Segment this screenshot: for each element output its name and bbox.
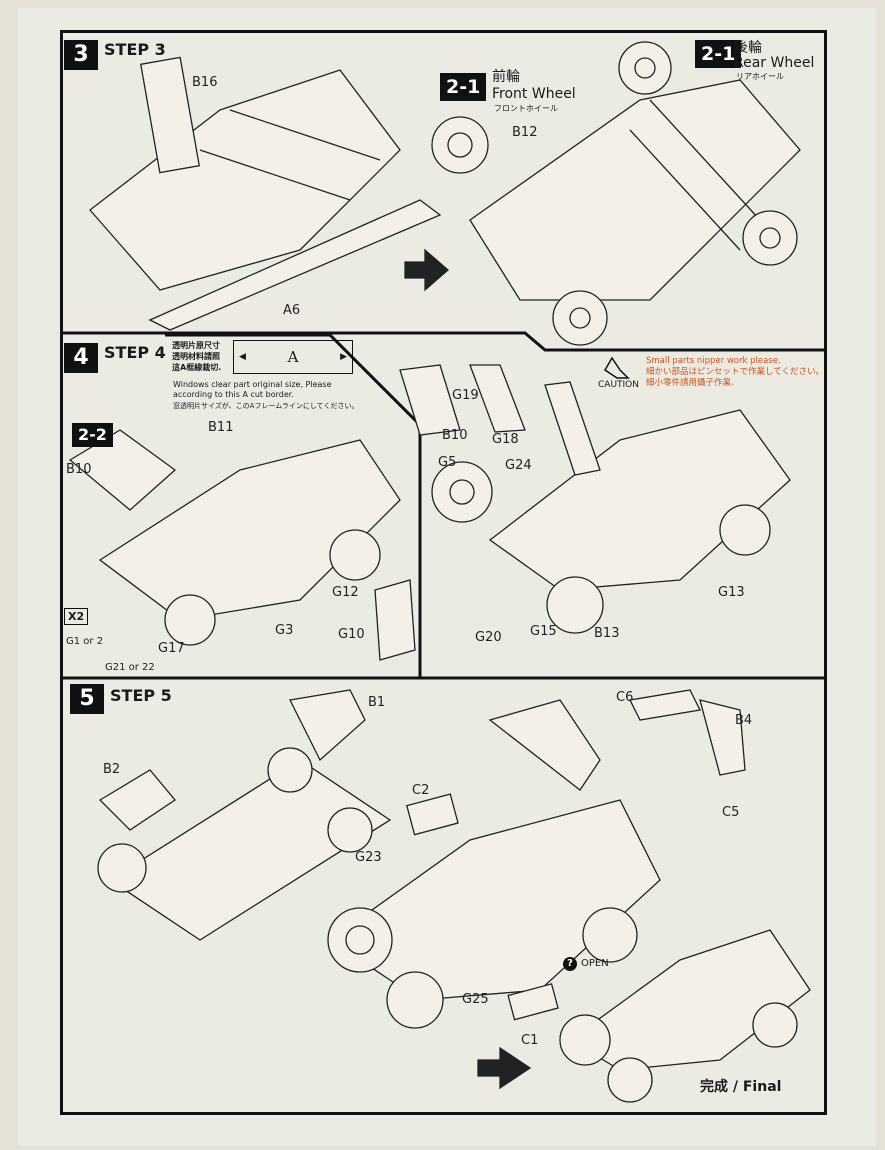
step5-main-diagram	[327, 689, 746, 1029]
part-label: G3	[275, 623, 294, 638]
part-label: G25	[462, 992, 489, 1007]
step3-number: 3	[64, 40, 98, 70]
rear-wheel-jp: 後輪	[734, 40, 762, 56]
arrow-icon	[477, 1046, 532, 1090]
part-label: G5	[438, 455, 457, 470]
clear-note-zh-line: 透明材料請照	[172, 352, 220, 361]
part-label: G20	[475, 630, 502, 645]
caution-triangle-icon	[603, 356, 630, 379]
clear-note-en: Windows clear part original size, Please…	[173, 380, 332, 399]
part-label: B4	[735, 713, 753, 728]
step4-sub-badge: 2-2	[72, 423, 113, 447]
step3-body-diagram	[89, 56, 442, 331]
part-label: G21 or 22	[105, 662, 155, 673]
clear-note-zh-line: 透明片原尺寸	[172, 341, 220, 350]
clear-note-zh: 透明片原尺寸 透明材料請照 這A框線裁切.	[172, 340, 221, 373]
front-wheel-badge: 2-1	[440, 73, 487, 101]
step3-title: STEP 3	[104, 40, 166, 59]
part-label: G15	[530, 624, 557, 639]
final-vehicle-diagram	[559, 929, 811, 1103]
open-label: OPEN	[581, 958, 609, 969]
step3-assembled-diagram	[431, 41, 801, 346]
rear-wheel-badge: 2-1	[695, 40, 742, 68]
part-label: B10	[66, 462, 92, 477]
front-wheel-en: Front Wheel	[492, 86, 576, 102]
part-label: G23	[355, 850, 382, 865]
part-label: G13	[718, 585, 745, 600]
part-label: G1 or 2	[66, 636, 104, 647]
step4-right-diagram	[399, 364, 791, 634]
step4-number: 4	[64, 343, 98, 373]
part-label: G19	[452, 388, 479, 403]
part-label: B13	[594, 626, 620, 641]
part-label: B16	[192, 75, 218, 90]
caution-jp: 細かい部品はピンセットで作業してください。	[646, 367, 824, 377]
part-label: B12	[512, 125, 538, 140]
step5-number: 5	[70, 684, 104, 714]
cut-border-frame: ◀A▶	[233, 340, 353, 374]
part-label: B2	[103, 762, 121, 777]
instruction-frame	[60, 30, 827, 1115]
rear-wheel-en: Rear Wheel	[734, 55, 815, 71]
arrow-icon	[404, 248, 449, 292]
multiplier-badge: X2	[64, 608, 89, 625]
front-wheel-jp: 前輪	[492, 69, 520, 85]
part-label: C5	[722, 805, 740, 820]
part-label: G10	[338, 627, 365, 642]
part-label: G17	[158, 641, 185, 656]
part-label: A6	[283, 303, 301, 318]
final-label: 完成 / Final	[700, 1079, 782, 1095]
caution-text: Small parts nipper work please. 細かい部品はピン…	[646, 356, 824, 389]
clear-note-zh-line: 這A框線裁切.	[172, 363, 222, 372]
part-label: C6	[616, 690, 634, 705]
caution-label: CAUTION	[598, 380, 639, 390]
caution-zh: 細小零件請用鑷子作業.	[646, 378, 734, 388]
part-label: G12	[332, 585, 359, 600]
rear-wheel-kana: リアホイール	[736, 72, 784, 81]
step3-divider	[60, 331, 827, 352]
step5-title: STEP 5	[110, 686, 172, 705]
part-label: C2	[412, 783, 430, 798]
step5-chassis-diagram	[97, 689, 392, 941]
caution-en: Small parts nipper work please.	[646, 356, 781, 366]
step4-title: STEP 4	[104, 343, 166, 362]
clear-note-jp: 窓透明片サイズが、このAフレームラインにしてください。	[173, 402, 359, 410]
front-wheel-kana: フロントホイール	[494, 104, 558, 113]
part-label: G24	[505, 458, 532, 473]
step4-left-diagram	[68, 429, 416, 661]
part-label: B11	[208, 420, 234, 435]
part-label: B1	[368, 695, 386, 710]
question-icon: ?	[563, 957, 577, 971]
step4-divider	[165, 333, 422, 678]
part-label: B10	[442, 428, 468, 443]
part-label: G18	[492, 432, 519, 447]
part-label: C1	[521, 1033, 539, 1048]
frame-label: A	[287, 348, 299, 366]
